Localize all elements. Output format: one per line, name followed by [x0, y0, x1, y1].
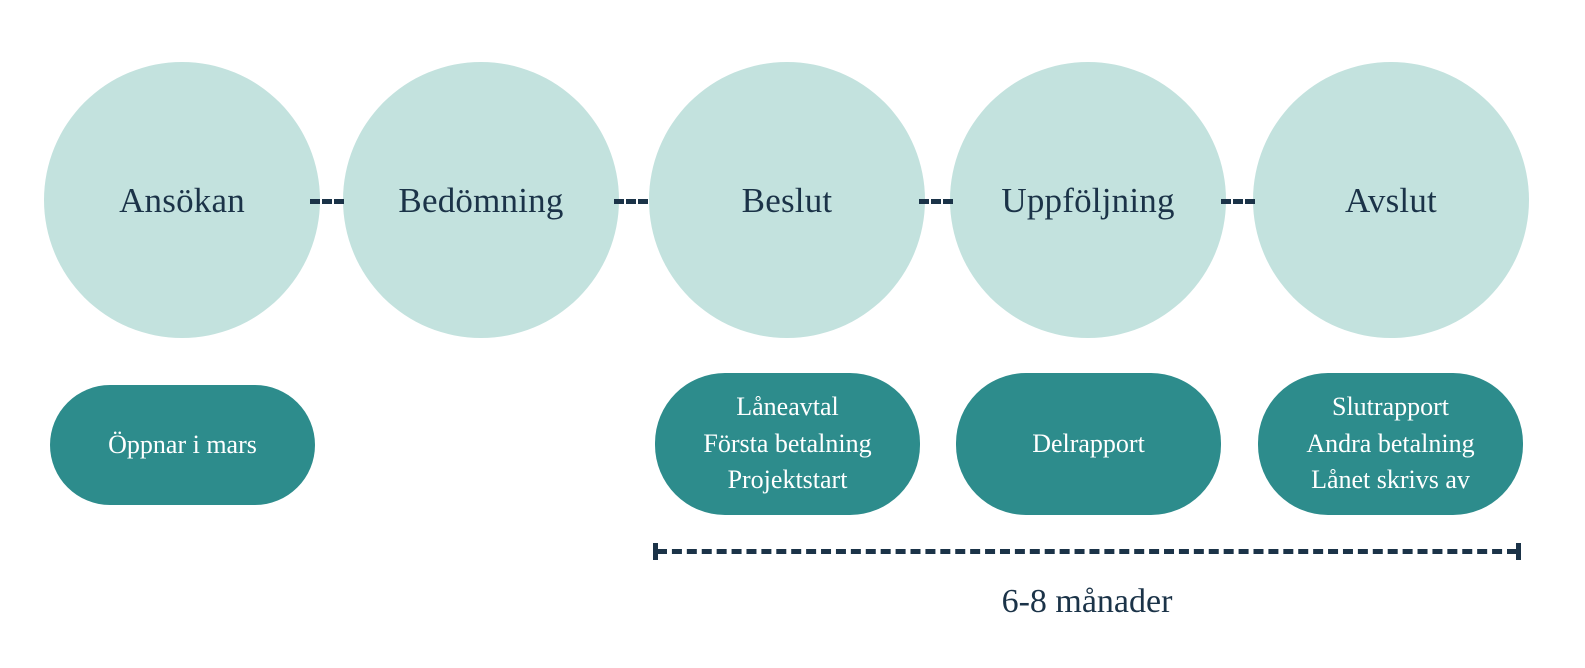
duration-bracket: [653, 543, 1521, 560]
duration-label: 6-8 månader: [1001, 583, 1173, 620]
milestone-pill-uppfoljning[interactable]: Delrapport: [956, 373, 1221, 515]
milestone-line: Lånet skrivs av: [1311, 465, 1470, 495]
milestone-line: Öppnar i mars: [108, 429, 257, 459]
stage-label-bedomning: Bedömning: [398, 180, 564, 220]
milestone-line: Slutrapport: [1332, 391, 1449, 421]
milestone-line: Första betalning: [703, 428, 872, 458]
bracket-start-cap: [653, 543, 658, 560]
stage-connector-dashes-4: [1221, 199, 1255, 204]
stage-circle-uppfoljning[interactable]: Uppföljning: [950, 62, 1226, 338]
stage-circle-avslut[interactable]: Avslut: [1253, 62, 1529, 338]
milestone-line: Andra betalning: [1306, 428, 1475, 458]
bracket-end-cap: [1516, 543, 1521, 560]
stage-connector-dashes-1: [310, 199, 344, 204]
stage-connector-dashes-3: [919, 199, 953, 204]
milestone-line: Låneavtal: [736, 391, 839, 421]
milestone-pill-beslut[interactable]: Låneavtal Första betalning Projektstart: [655, 373, 920, 515]
milestone-pill-avslut[interactable]: Slutrapport Andra betalning Lånet skrivs…: [1258, 373, 1523, 515]
stage-label-uppfoljning: Uppföljning: [1001, 180, 1175, 220]
stage-circle-ansokan[interactable]: Ansökan: [44, 62, 320, 338]
bracket-dashed-line: [657, 549, 1517, 554]
stage-label-avslut: Avslut: [1345, 180, 1437, 220]
stage-label-ansokan: Ansökan: [119, 180, 245, 220]
stage-circle-beslut[interactable]: Beslut: [649, 62, 925, 338]
stage-connector-dashes-2: [614, 199, 648, 204]
milestone-line: Projektstart: [727, 465, 848, 495]
stage-label-beslut: Beslut: [741, 180, 833, 220]
milestone-pill-ansokan[interactable]: Öppnar i mars: [50, 385, 315, 505]
stage-circle-bedomning[interactable]: Bedömning: [343, 62, 619, 338]
milestone-line: Delrapport: [1032, 428, 1145, 458]
